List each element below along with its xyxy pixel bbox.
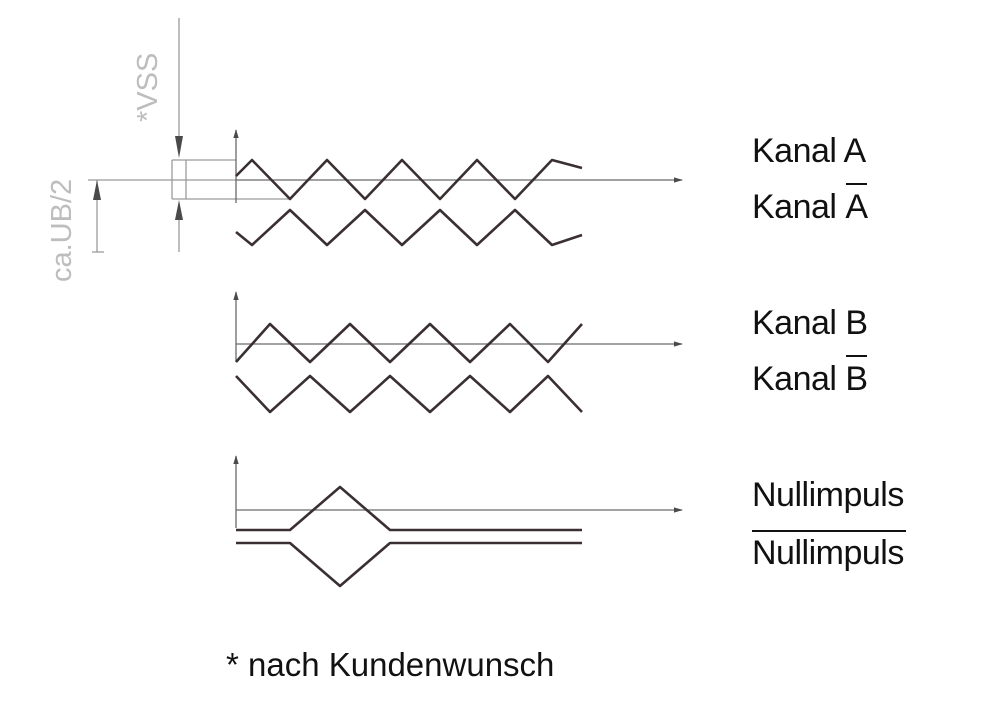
axes xyxy=(233,129,683,528)
ub-half-label: ca.UB/2 xyxy=(46,178,78,282)
wave-nullimpuls-inverted xyxy=(236,541,582,588)
wave-kanal-a xyxy=(235,158,583,201)
label-kanal-b-inv-prefix: Kanal xyxy=(752,360,846,398)
label-nullimpuls: Nullimpuls xyxy=(752,478,904,512)
waveforms xyxy=(235,158,583,588)
dimension-marks xyxy=(88,18,290,253)
label-kanal-a-inv-letter: A xyxy=(845,183,868,226)
label-kanal-b-inv-letter: B xyxy=(845,355,868,398)
label-kanal-a: Kanal A xyxy=(752,134,866,168)
label-nullimpuls-text: Nullimpuls xyxy=(752,476,904,514)
label-kanal-b-inverted: Kanal B xyxy=(752,355,868,398)
label-kanal-b: Kanal B xyxy=(752,306,868,340)
label-nullimpuls-inverted-text: Nullimpuls xyxy=(752,530,906,572)
label-kanal-b-text: Kanal B xyxy=(752,304,868,342)
label-kanal-a-inverted: Kanal A xyxy=(752,183,868,226)
footnote-text: * nach Kundenwunsch xyxy=(226,646,555,683)
ub-half-label-text: ca.UB/2 xyxy=(46,178,78,282)
wave-nullimpuls xyxy=(236,485,582,532)
footnote: * nach Kundenwunsch xyxy=(226,648,554,681)
vss-label: *VSS xyxy=(132,52,164,122)
vss-label-text: *VSS xyxy=(132,52,164,122)
label-nullimpuls-inverted: Nullimpuls xyxy=(752,530,906,572)
wave-kanal-a-inverted xyxy=(235,208,583,247)
wave-kanal-b-inverted xyxy=(235,374,583,414)
label-kanal-a-text: Kanal A xyxy=(752,132,866,170)
wave-kanal-b xyxy=(235,322,583,364)
label-kanal-a-inv-prefix: Kanal xyxy=(752,188,846,226)
